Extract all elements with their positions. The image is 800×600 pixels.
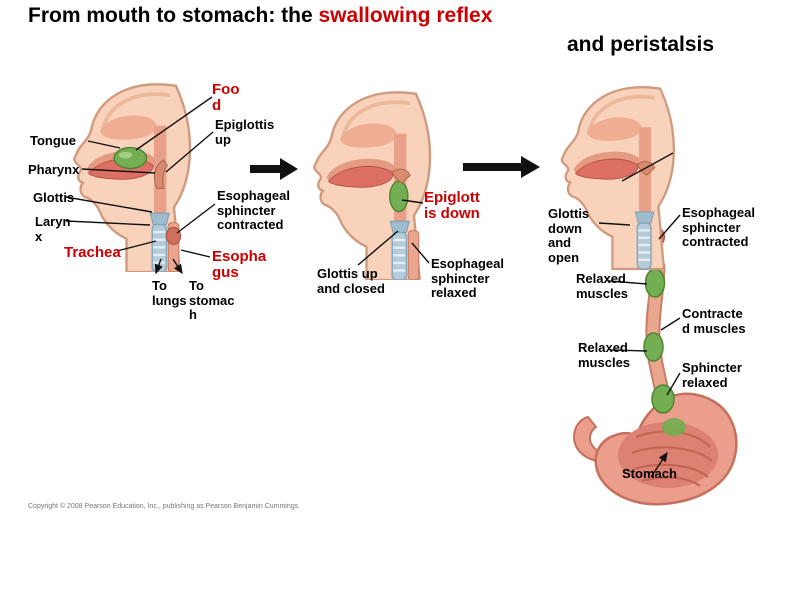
label-larynx: Larynx <box>35 214 71 244</box>
label-to-stomach: To stomach <box>189 278 235 323</box>
label-glottis-down-open: Glottis down and open <box>548 206 590 265</box>
label-sphincter-relaxed: Sphincter relaxed <box>682 360 742 390</box>
stomach-graphic <box>572 392 738 506</box>
trachea-rings <box>638 229 651 261</box>
step-arrow-2 <box>463 156 540 178</box>
stomach-interior <box>618 422 718 488</box>
page-title-line2: and peristalsis <box>567 33 715 56</box>
skull-inner-line <box>340 100 411 138</box>
label-esophageal-sphincter-2: Esophageal sphincter relaxed <box>431 256 504 301</box>
copyright-text: Copyright © 2008 Pearson Education, Inc.… <box>28 503 301 510</box>
skull-inner-line <box>100 92 171 130</box>
label-tongue: Tongue <box>30 133 76 148</box>
esophagus-graphic <box>407 230 420 280</box>
food-bolus-middle <box>643 332 664 362</box>
page-title: From mouth to stomach: the swallowing re… <box>28 4 492 28</box>
diagram-step-2 <box>313 91 432 280</box>
food-bolus-upper <box>644 268 666 298</box>
trachea-rings <box>393 238 406 272</box>
label-epiglottis-down: Epiglottis down <box>424 189 480 222</box>
larynx-graphic <box>149 212 170 225</box>
step-arrow-1 <box>250 158 298 180</box>
food-bolus-highlight <box>118 151 133 159</box>
head-profile-2 <box>313 91 432 280</box>
food-bolus-entering-stomach <box>651 384 675 414</box>
food-bolus <box>113 146 148 170</box>
label-to-lungs: To lungs <box>152 278 187 308</box>
nasal-cavity <box>586 117 642 141</box>
nasal-cavity <box>339 123 397 148</box>
tongue <box>327 165 394 188</box>
skull-inner-line <box>587 95 655 132</box>
label-stomach: Stomach <box>622 466 677 481</box>
label-epiglottis-up: Epiglottis up <box>215 117 275 147</box>
label-pharynx: Pharynx <box>28 162 80 177</box>
label-esophagus: Esophagus <box>212 248 267 281</box>
label-contracted-muscles: Contracted muscles <box>682 306 746 336</box>
duodenum <box>572 415 606 463</box>
food-in-stomach <box>662 418 686 436</box>
sphincter-contracted-graphic <box>165 226 182 245</box>
label-esophageal-sphincter-3: Esophageal sphincter contracted <box>682 205 755 250</box>
trachea-rings <box>153 230 166 264</box>
label-relaxed-muscles-lower: Relaxed muscles <box>578 340 631 370</box>
label-trachea: Trachea <box>64 244 121 261</box>
label-glottis: Glottis <box>33 190 75 205</box>
label-esophageal-sphincter-1: Esophageal sphincter contracted <box>217 188 290 233</box>
label-glottis-up-closed: Glottis up and closed <box>317 266 385 296</box>
epiglottis-down <box>391 168 411 184</box>
label-food: Food <box>212 81 240 114</box>
title-highlight: swallowing reflex <box>318 4 493 27</box>
title-text: From mouth to stomach: the <box>28 4 319 27</box>
larynx-graphic <box>634 211 655 224</box>
larynx-graphic <box>389 220 410 233</box>
label-relaxed-muscles-upper: Relaxed muscles <box>576 271 629 301</box>
food-bolus <box>389 180 409 213</box>
